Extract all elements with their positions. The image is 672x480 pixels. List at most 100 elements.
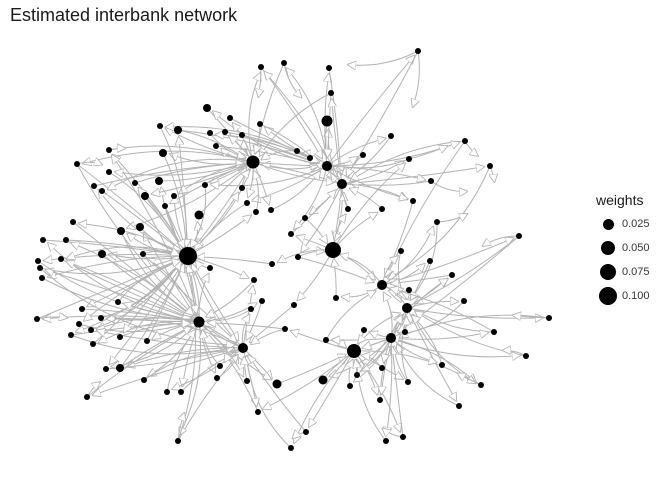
chart-title: Estimated interbank network — [10, 5, 238, 25]
bank-node — [383, 438, 389, 444]
bank-node — [434, 219, 440, 225]
bank-node — [244, 378, 250, 384]
bank-node — [39, 275, 45, 281]
bank-node — [144, 338, 150, 344]
edge — [349, 359, 353, 387]
edge — [101, 190, 182, 251]
bank-node — [379, 365, 385, 371]
bank-node — [207, 130, 213, 136]
legend-label: 0.050 — [622, 242, 650, 254]
bank-node — [257, 121, 263, 127]
bank-node — [258, 64, 264, 70]
edge — [120, 230, 194, 316]
edge — [464, 140, 479, 157]
edge — [482, 235, 520, 247]
bank-node — [99, 188, 105, 194]
bank-node — [159, 149, 167, 157]
edge — [42, 239, 180, 255]
edge — [165, 128, 254, 163]
bank-node — [345, 206, 351, 212]
bank-node — [248, 306, 254, 312]
edge — [293, 165, 328, 230]
bank-node — [117, 334, 123, 340]
edge — [383, 292, 393, 339]
bank-node — [379, 206, 385, 212]
bank-node — [318, 375, 328, 385]
bank-node — [449, 272, 455, 278]
bank-node — [91, 183, 97, 189]
edge — [258, 66, 261, 98]
bank-node — [238, 343, 248, 353]
bank-node — [307, 155, 313, 161]
edge — [159, 125, 186, 248]
bank-node — [246, 155, 260, 169]
edge — [259, 123, 336, 179]
node-layer — [34, 48, 552, 451]
edge — [117, 260, 181, 303]
edge — [326, 138, 387, 167]
edge — [382, 428, 404, 438]
edge — [264, 127, 328, 167]
bank-node — [171, 193, 177, 199]
edge — [203, 329, 259, 413]
edge — [47, 242, 200, 323]
bank-node — [461, 298, 467, 304]
edge — [142, 253, 237, 343]
bank-node — [259, 298, 265, 304]
edge — [196, 257, 273, 265]
bank-node — [162, 203, 168, 209]
bank-node — [295, 254, 301, 260]
edge — [390, 337, 521, 357]
legend-item: 0.100 — [596, 284, 668, 308]
bank-node — [68, 332, 74, 338]
edge — [353, 350, 476, 384]
bank-node — [402, 303, 412, 313]
network-graph — [34, 48, 552, 451]
bank-node — [193, 316, 205, 328]
edge — [286, 68, 328, 167]
edge — [349, 188, 383, 210]
bank-node — [400, 434, 406, 440]
edge — [146, 263, 185, 342]
edge — [283, 62, 302, 98]
bank-node — [164, 389, 170, 395]
bank-node — [388, 133, 394, 139]
edge — [142, 251, 180, 256]
edge — [123, 303, 200, 323]
bank-node — [398, 248, 404, 254]
bank-node — [136, 223, 144, 231]
edge — [356, 314, 402, 376]
edge — [430, 180, 468, 192]
edge — [386, 337, 393, 436]
edge — [134, 163, 245, 184]
bank-node — [70, 219, 76, 225]
edge — [340, 255, 383, 286]
legend: weights 0.025 0.050 0.075 0.100 — [596, 192, 668, 308]
edge — [297, 249, 334, 301]
bank-node — [415, 48, 421, 54]
bank-node — [90, 341, 96, 347]
bank-node — [116, 364, 124, 372]
legend-label: 0.100 — [622, 290, 650, 302]
edge — [76, 163, 194, 316]
bank-node — [115, 299, 121, 305]
bank-node — [222, 129, 228, 135]
edge — [205, 279, 255, 317]
bank-node — [347, 344, 361, 358]
edge — [248, 354, 307, 433]
edge — [252, 161, 335, 182]
edge — [242, 347, 257, 407]
legend-title: weights — [596, 192, 644, 208]
bank-node — [516, 233, 522, 239]
edge — [332, 212, 378, 251]
edge — [39, 257, 180, 275]
bank-node — [491, 329, 497, 335]
bank-node — [303, 429, 309, 435]
legend-symbol — [601, 241, 615, 255]
bank-node — [291, 302, 297, 308]
bank-node — [98, 315, 104, 321]
bank-node — [35, 258, 41, 264]
bank-node — [98, 250, 106, 258]
edge — [290, 331, 355, 352]
bank-node — [347, 383, 353, 389]
